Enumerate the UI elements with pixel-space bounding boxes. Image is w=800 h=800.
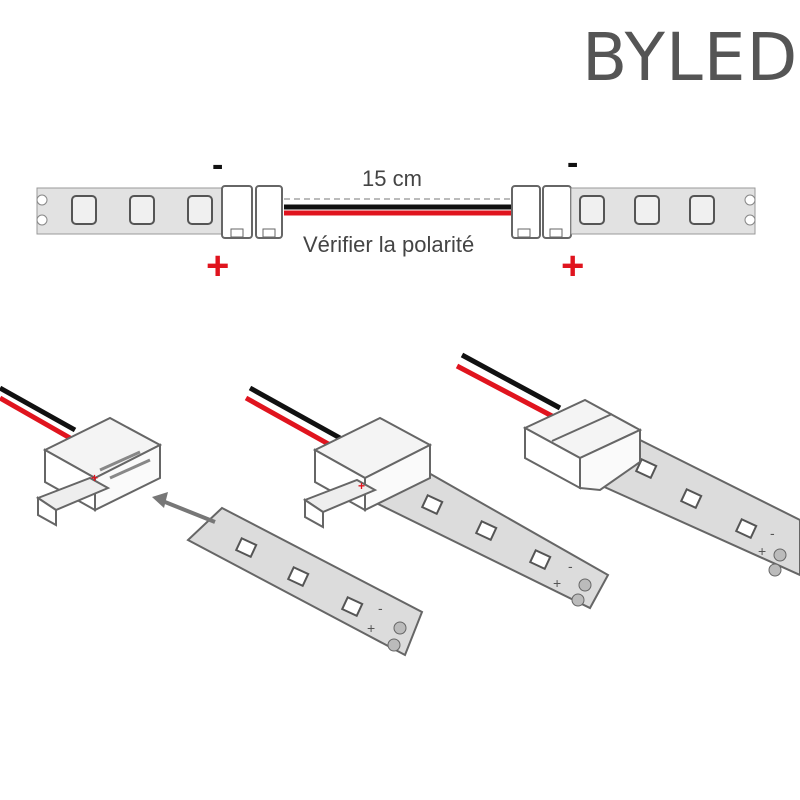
- svg-text:+: +: [358, 479, 365, 493]
- polarity-label: Vérifier la polarité: [303, 232, 475, 257]
- strip-plus-mark: +: [367, 620, 376, 636]
- left-led-strip: [36, 187, 228, 235]
- byled-logo: BYLED: [582, 19, 799, 96]
- step-2-strip-inserted: +: [244, 385, 610, 610]
- top-connection-diagram: [36, 185, 756, 239]
- connector-closed: [522, 398, 643, 492]
- connector-open: +: [35, 416, 163, 527]
- left-minus-sign: -: [212, 146, 224, 184]
- left-connector: [221, 185, 283, 239]
- distance-label: 15 cm: [362, 166, 422, 191]
- insert-arrow: [159, 498, 216, 524]
- step-1-insert-strip: +: [0, 385, 424, 657]
- step-3-connector-closed: [455, 352, 800, 577]
- connector-open: +: [302, 416, 433, 529]
- strip-minus-mark: -: [568, 558, 573, 574]
- strip-plus-mark: +: [758, 543, 767, 559]
- right-connector: [511, 185, 572, 239]
- strip-minus-mark: -: [378, 600, 383, 616]
- right-led-strip: [570, 187, 756, 235]
- svg-text:+: +: [91, 471, 98, 485]
- right-minus-sign: -: [567, 144, 579, 182]
- strip-plus-mark: +: [553, 575, 562, 591]
- left-plus-sign: +: [206, 244, 230, 288]
- strip-minus-mark: -: [770, 525, 775, 541]
- right-plus-sign: +: [561, 244, 585, 288]
